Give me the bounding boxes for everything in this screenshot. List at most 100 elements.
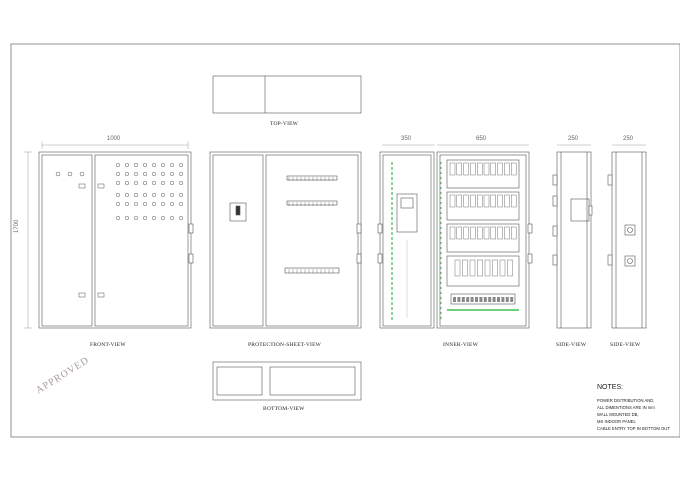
terminal-block	[470, 297, 474, 302]
front-width-dimension: 1000	[107, 136, 121, 142]
indicator-lamp	[142, 162, 148, 168]
indicator-lamp	[169, 192, 175, 198]
indicator-lamp	[160, 192, 166, 198]
indicator-lamp	[142, 180, 148, 186]
terminal-block	[483, 297, 487, 302]
indicator-lamp	[151, 201, 157, 207]
mcb-module	[477, 226, 483, 240]
protection-breaker-rows	[288, 177, 334, 273]
mcb-module	[511, 194, 517, 208]
indicator-lamp	[160, 180, 166, 186]
rcd-module	[469, 259, 476, 277]
indicator-lamp	[178, 192, 184, 198]
mcb-module	[497, 162, 503, 176]
mcb-module	[497, 226, 503, 240]
mcb-module	[511, 226, 517, 240]
indicator-lamp	[178, 162, 184, 168]
terminal-block	[501, 297, 505, 302]
notes-line: ALL DIMENTIONS ARE IN mm	[597, 405, 655, 410]
rcd-module	[492, 259, 498, 277]
mcb-module	[477, 162, 483, 176]
inner-view-label: INNER-VIEW	[443, 342, 478, 348]
indicator-lamp	[169, 162, 175, 168]
indicator-lamp	[160, 171, 166, 177]
side-view-1-drawing	[552, 144, 593, 329]
terminal-block	[510, 297, 514, 302]
door-lock	[78, 292, 86, 298]
rcd-module	[484, 259, 491, 277]
notes-line: POWER DISTRIBUTION AND,	[597, 398, 655, 403]
indicator-lamp	[169, 180, 175, 186]
terminal-block	[492, 297, 496, 302]
indicator-lamp	[169, 201, 175, 207]
mcb-module	[449, 194, 456, 208]
top-view-label: TOP-VIEW	[270, 121, 299, 127]
selector-switch	[124, 215, 130, 221]
terminal-block	[488, 297, 492, 302]
mcb-module	[504, 194, 510, 208]
indicator-lamp	[124, 192, 130, 198]
indicator-lamp	[178, 180, 184, 186]
mcb-module	[497, 194, 503, 208]
mcb-module	[477, 194, 483, 208]
mcb-module	[483, 194, 490, 208]
mcb-module	[470, 194, 476, 208]
indicator-lamp	[151, 180, 157, 186]
terminal-block	[461, 297, 465, 302]
mcb-module	[483, 162, 490, 176]
terminal-block	[505, 297, 509, 302]
inner-modules	[449, 162, 517, 302]
notes-line: WALL MOUNTED DB,	[597, 412, 639, 417]
terminal-block	[475, 297, 478, 302]
indicator-lamp	[55, 171, 61, 177]
bottom-view-drawing	[212, 361, 362, 401]
terminal-block	[466, 297, 470, 302]
sheet-border	[10, 43, 680, 438]
indicator-lamp	[124, 171, 130, 177]
mcb-module	[504, 226, 510, 240]
indicator-lamp	[124, 180, 130, 186]
selector-switch	[151, 215, 157, 221]
mcb-module	[483, 226, 490, 240]
mcb-module	[456, 162, 462, 176]
mcb-module	[463, 162, 469, 176]
front-view-drawing	[24, 141, 194, 329]
indicator-lamp	[133, 192, 139, 198]
front-view-label: FRONT-VIEW	[90, 342, 126, 348]
indicator-lamp	[115, 201, 121, 207]
indicator-lamp	[124, 162, 130, 168]
indicator-lamp	[178, 171, 184, 177]
bottom-view-label: BOTTOM-VIEW	[263, 406, 305, 412]
indicator-lamp	[142, 192, 148, 198]
notes-title: NOTES:	[597, 384, 624, 391]
indicator-lamp	[160, 201, 166, 207]
mcb-module	[504, 162, 510, 176]
indicator-lamp	[133, 201, 139, 207]
selector-switch	[142, 215, 148, 221]
terminal-block	[497, 297, 500, 302]
selector-switch	[133, 215, 139, 221]
indicator-lamp	[124, 201, 130, 207]
mcb-module	[449, 162, 456, 176]
indicator-lamp	[133, 171, 139, 177]
terminal-block	[479, 297, 483, 302]
rcd-module	[477, 259, 483, 277]
side-view-1-label: SIDE-VIEW	[556, 342, 587, 348]
rcd-module	[454, 259, 461, 277]
mcb-module	[490, 226, 496, 240]
indicator-lamp	[160, 162, 166, 168]
selector-switch	[115, 215, 121, 221]
indicator-lamp	[79, 171, 85, 177]
door-lock	[78, 183, 86, 189]
mcb-module	[456, 226, 462, 240]
rcd-module	[507, 259, 513, 277]
selector-switch	[160, 215, 166, 221]
mcb-module	[449, 226, 456, 240]
indicator-lamp	[115, 192, 121, 198]
protection-view-drawing	[209, 151, 362, 329]
indicator-lamp	[151, 162, 157, 168]
indicator-lamp	[169, 171, 175, 177]
indicator-lamp	[142, 201, 148, 207]
indicator-lamp	[142, 171, 148, 177]
